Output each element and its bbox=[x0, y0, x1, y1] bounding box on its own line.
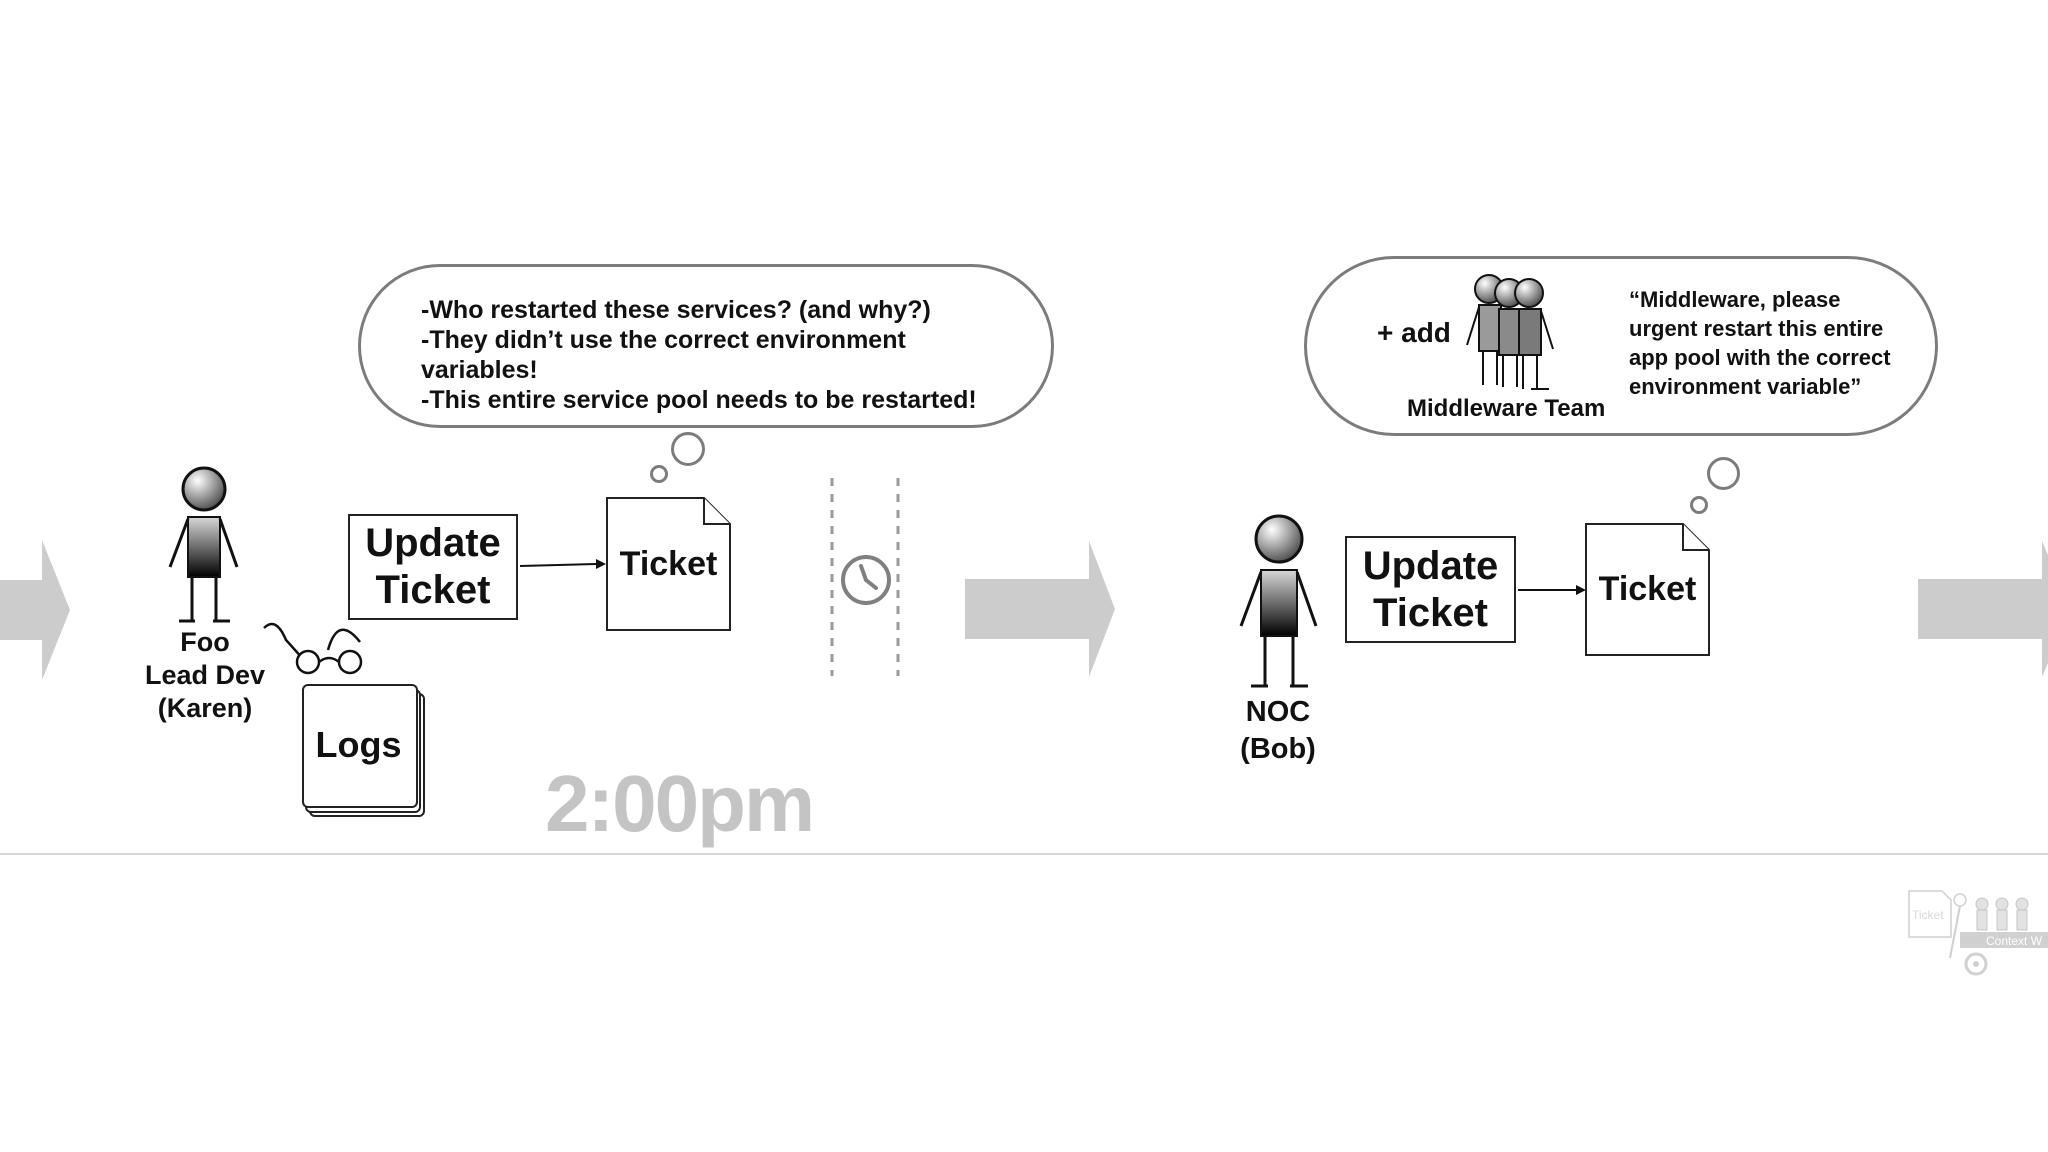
thumbnail-wagon-icon bbox=[1949, 893, 2048, 976]
thought-line: -This entire service pool needs to be re… bbox=[421, 386, 977, 414]
noc-person-icon bbox=[1239, 514, 1318, 688]
thought-bubble-noc: + add Middleware Team bbox=[1304, 256, 1938, 436]
logs-stack-icon bbox=[302, 684, 425, 817]
update-ticket-box: Update Ticket bbox=[1345, 536, 1516, 643]
glasses-icon bbox=[263, 622, 363, 675]
thumbnail-wagon-label: Context W bbox=[1986, 934, 2043, 948]
ticket-document: Ticket bbox=[606, 497, 731, 631]
ticket-label: Ticket bbox=[1598, 570, 1697, 608]
thought-line: -They didn’t use the correct environment bbox=[421, 326, 906, 354]
thought-dot-small bbox=[650, 465, 668, 483]
logs-stack: Logs bbox=[302, 684, 427, 818]
ticket-document: Ticket bbox=[1585, 523, 1710, 656]
add-label: + add bbox=[1377, 317, 1451, 348]
logs-label: Logs bbox=[315, 724, 402, 765]
corner-thumbnail: Ticket Context W bbox=[1900, 880, 2048, 980]
update-to-ticket-arrow bbox=[1518, 585, 1586, 595]
flow-arrow-left bbox=[0, 540, 70, 680]
document-icon bbox=[1585, 523, 1710, 656]
document-icon bbox=[606, 497, 731, 631]
thumbnail-ticket-icon bbox=[1908, 890, 1952, 938]
update-ticket-box: Update Ticket bbox=[348, 514, 518, 620]
thought-dot-large bbox=[671, 432, 705, 466]
ticket-label: Ticket bbox=[619, 544, 718, 583]
time-label: 2:00pm bbox=[545, 759, 815, 848]
quote-line: “Middleware, please bbox=[1629, 287, 1841, 312]
thought-dot-large bbox=[1707, 457, 1740, 490]
noc-name: NOC bbox=[1245, 696, 1311, 728]
update-ticket-line1: Update bbox=[1362, 543, 1499, 588]
lead-dev-alias: (Karen) bbox=[157, 693, 253, 723]
middleware-team-label: Middleware Team bbox=[1407, 395, 1606, 422]
quote-line: urgent restart this entire bbox=[1629, 316, 1884, 341]
thought-dot-small bbox=[1690, 496, 1708, 514]
noc-alias: (Bob) bbox=[1240, 733, 1316, 765]
quote-line: environment variable” bbox=[1629, 374, 1862, 399]
flow-arrow-middle bbox=[965, 541, 1115, 677]
update-ticket-line1: Update bbox=[365, 521, 501, 565]
horizontal-divider bbox=[0, 853, 2048, 855]
wait-divider bbox=[830, 478, 900, 676]
clock-icon bbox=[841, 555, 891, 605]
update-ticket-line2: Ticket bbox=[1373, 590, 1488, 635]
thought-line: variables! bbox=[421, 356, 538, 384]
thumbnail-ticket-label: Ticket bbox=[1912, 908, 1944, 922]
lead-dev-name: Foo bbox=[180, 627, 230, 657]
quote-line: app pool with the correct bbox=[1629, 345, 1891, 370]
lead-dev-caption: Foo Lead Dev (Karen) bbox=[120, 626, 290, 725]
noc-caption: NOC (Bob) bbox=[1208, 694, 1348, 768]
thought-bubble-lead-dev: -Who restarted these services? (and why?… bbox=[358, 264, 1054, 428]
thought-line: -Who restarted these services? (and why?… bbox=[421, 296, 931, 324]
middleware-team-icon bbox=[1466, 274, 1554, 390]
lead-dev-person-icon bbox=[168, 466, 239, 623]
flow-arrow-right bbox=[1918, 541, 2048, 677]
update-to-ticket-arrow bbox=[519, 559, 606, 569]
update-ticket-line2: Ticket bbox=[375, 568, 491, 612]
lead-dev-role: Lead Dev bbox=[144, 660, 266, 690]
